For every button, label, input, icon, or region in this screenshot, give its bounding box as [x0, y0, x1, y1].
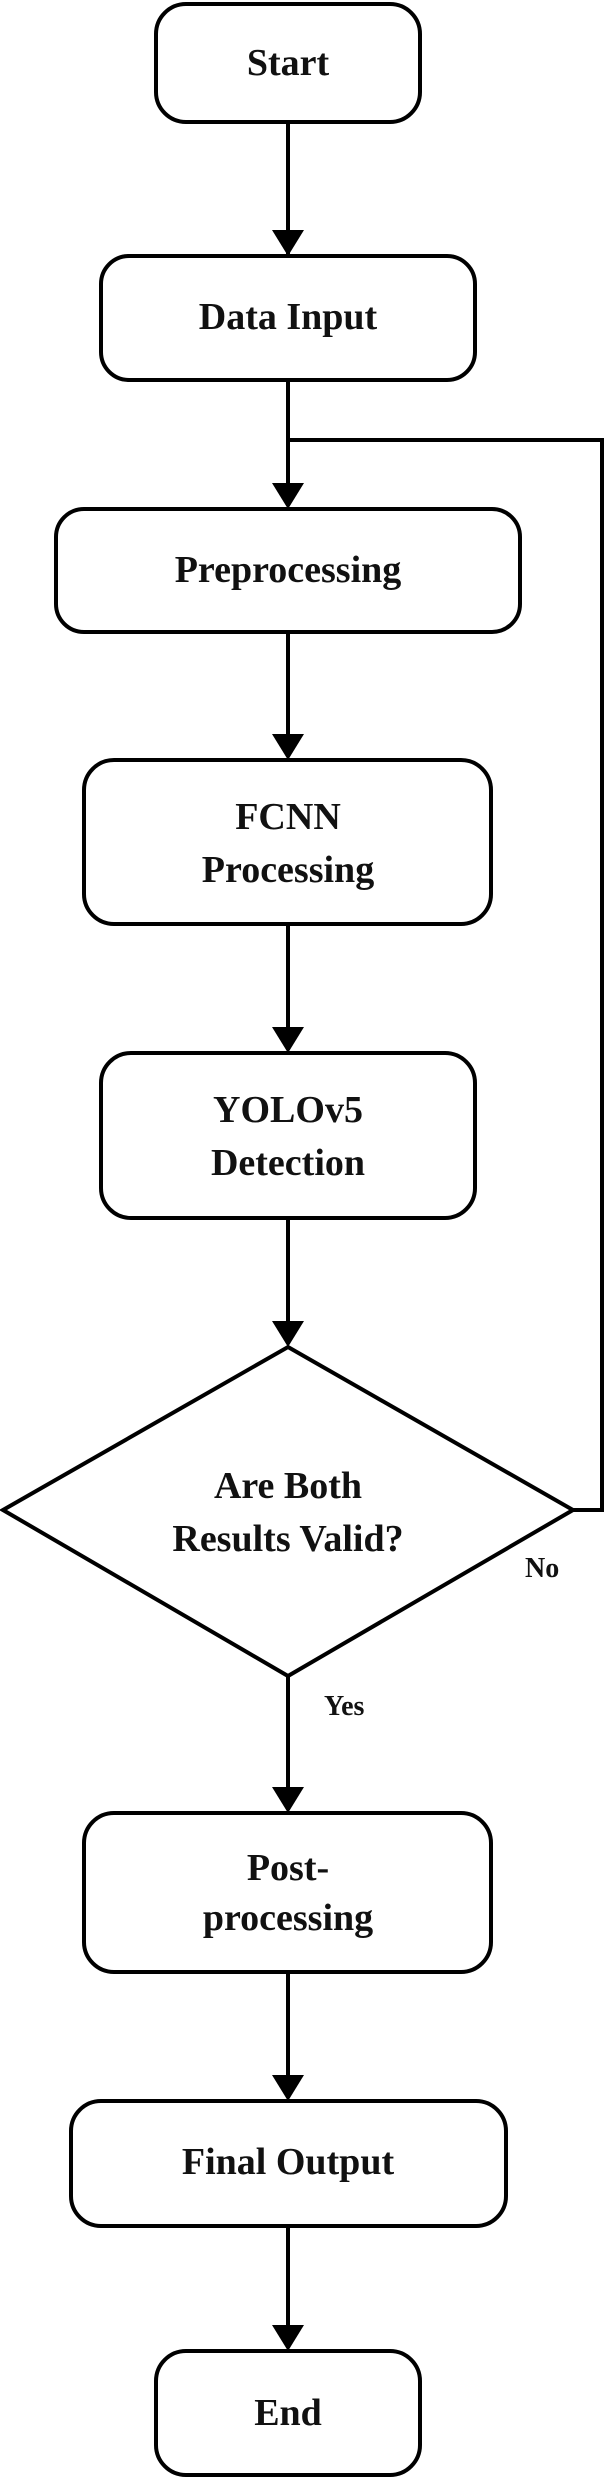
yolov5-detection-box [99, 1051, 477, 1220]
no-loop-connector [286, 438, 604, 1512]
decision-label-line-1: Are Both [214, 1465, 362, 1507]
arrowhead-yolo-to-decision [272, 1321, 304, 1347]
final-output-box [69, 2099, 508, 2228]
yolov5-label-line-2: Detection [211, 1142, 365, 1184]
arrowhead-fcnn-to-yolo [272, 1027, 304, 1053]
arrowhead-start-to-data-input [272, 230, 304, 256]
end-label: End [254, 2392, 322, 2434]
start-label: Start [247, 42, 330, 84]
preprocessing-box [54, 507, 522, 634]
end-box [154, 2349, 422, 2477]
arrowhead-final-output-to-end [272, 2325, 304, 2351]
final-output-label: Final Output [182, 2141, 395, 2183]
postprocessing-node: Post- processing [82, 1811, 493, 1974]
data-input-box [99, 254, 477, 382]
postprocessing-label-line-1: Post- [247, 1847, 329, 1889]
decision-diamond [0, 1344, 578, 1679]
fcnn-processing-node: FCNN Processing [82, 758, 493, 926]
arrowhead-postprocessing-to-final-output [272, 2075, 304, 2101]
end-node: End [154, 2349, 422, 2477]
arrowhead-decision-to-postprocessing [272, 1787, 304, 1813]
arrowhead-preprocessing-to-fcnn [272, 734, 304, 760]
fcnn-label-line-2: Processing [202, 849, 374, 891]
preprocessing-label: Preprocessing [175, 549, 402, 591]
decision-node: Are Both Results Valid? [0, 1344, 578, 1679]
yolov5-label-line-1: YOLOv5 [213, 1089, 363, 1131]
final-output-node: Final Output [69, 2099, 508, 2228]
connectors [272, 122, 604, 2351]
postprocessing-label-line-2: processing [203, 1897, 373, 1939]
branch-label-yes: Yes [324, 1691, 365, 1722]
preprocessing-node: Preprocessing [54, 507, 522, 634]
postprocessing-box [82, 1811, 493, 1974]
start-node: Start [154, 2, 422, 124]
branch-label-no: No [525, 1553, 559, 1584]
decision-label-line-2: Results Valid? [172, 1518, 403, 1560]
fcnn-processing-box [82, 758, 493, 926]
fcnn-label-line-1: FCNN [235, 796, 341, 838]
data-input-label: Data Input [199, 296, 378, 338]
start-box [154, 2, 422, 124]
yolov5-detection-node: YOLOv5 Detection [99, 1051, 477, 1220]
data-input-node: Data Input [99, 254, 477, 382]
